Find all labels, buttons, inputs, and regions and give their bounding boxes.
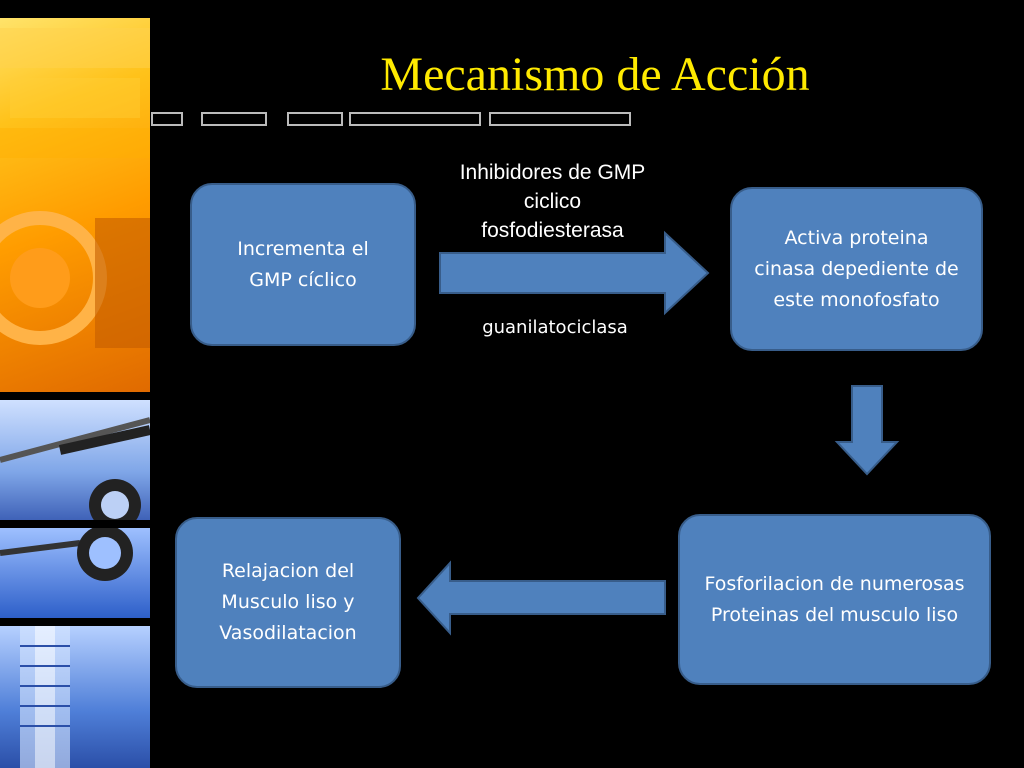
left-arrow <box>416 560 666 636</box>
box-relaxation-text: Relajacion del Musculo liso y Vasodilata… <box>219 560 357 644</box>
down-arrow <box>834 385 900 476</box>
box-gmp-increase: Incrementa el GMP cíclico <box>190 183 416 346</box>
decorative-image-stethoscope <box>0 528 150 618</box>
box-phosphorylation: Fosforilacion de numerosas Proteinas del… <box>678 514 991 685</box>
box-phosphorylation-text: Fosforilacion de numerosas Proteinas del… <box>704 572 965 626</box>
slide-title: Mecanismo de Acción <box>380 48 810 101</box>
box-gmp-increase-text: Incrementa el GMP cíclico <box>237 237 369 291</box>
decorative-image-syringe <box>0 626 150 768</box>
enzyme-label: guanilatociclasa <box>482 317 628 338</box>
inhibitors-label: Inhibidores de GMP ciclico fosfodiestera… <box>459 161 646 242</box>
box-relaxation: Relajacion del Musculo liso y Vasodilata… <box>175 517 401 688</box>
box-protein-kinase-text: Activa proteina cinasa depediente de est… <box>754 226 959 311</box>
decorative-image-tools <box>0 400 150 520</box>
right-arrow <box>439 230 710 316</box>
decorative-image-orange <box>0 18 150 392</box>
decorative-dash-row <box>151 112 631 126</box>
box-protein-kinase: Activa proteina cinasa depediente de est… <box>730 187 983 351</box>
